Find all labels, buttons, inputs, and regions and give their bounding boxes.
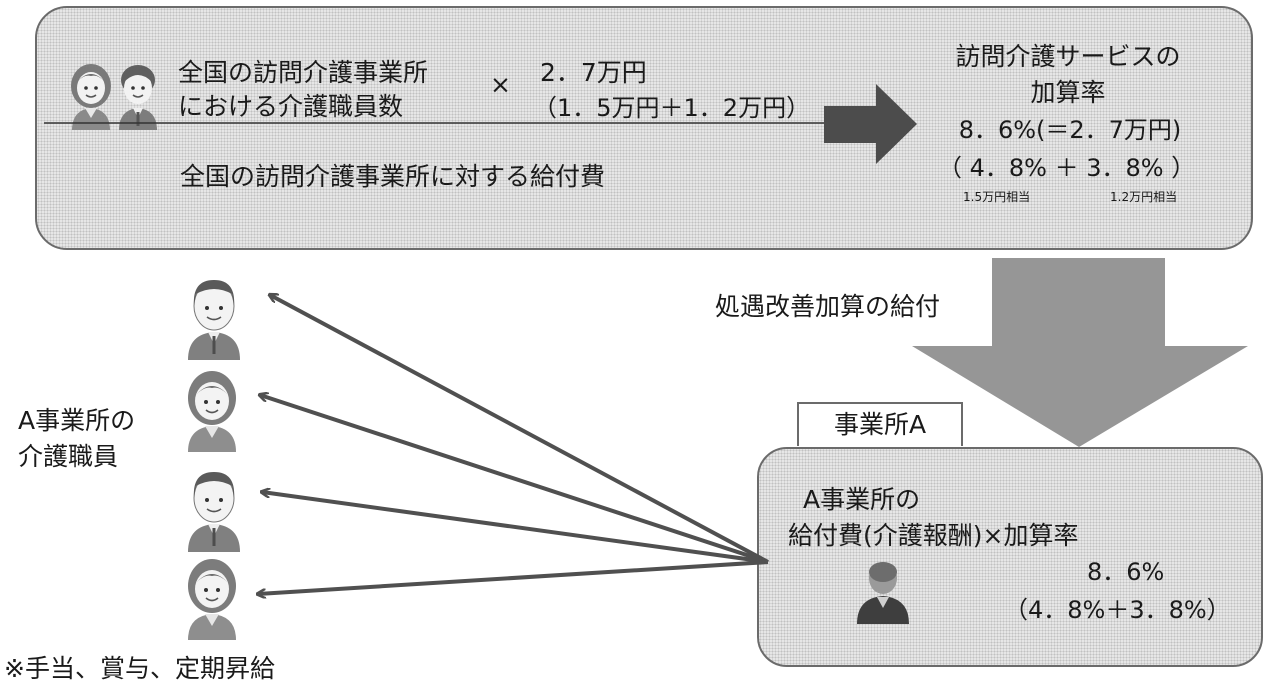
office-breakdown: （4．8%＋3．8%） xyxy=(1004,596,1231,624)
denominator: 全国の訪問介護事業所に対する給付費 xyxy=(180,162,606,191)
payment-down-arrow xyxy=(912,258,1248,447)
staff-label-line1: A事業所の xyxy=(18,406,136,435)
office-line1: A事業所の xyxy=(803,485,921,514)
result-rate: 8．6%(＝2．7万円) xyxy=(958,116,1182,144)
staff-male-icon-1 xyxy=(188,280,240,360)
distribution-arrow-3 xyxy=(262,492,769,564)
flow-label: 処遇改善加算の給付 xyxy=(715,292,941,321)
result-title-line2: 加算率 xyxy=(1030,78,1106,107)
note-left: 1.5万円相当 xyxy=(963,190,1031,204)
office-line2: 給付費(介護報酬)×加算率 xyxy=(788,521,1079,550)
numerator-line2: における介護職員数 xyxy=(178,92,404,121)
national-rate-panel xyxy=(35,6,1253,250)
connectors-layer xyxy=(44,84,1248,670)
amount-per-worker: 2．7万円 xyxy=(540,58,647,87)
distribution-arrow-2 xyxy=(260,395,769,564)
amount-breakdown: （1．5万円＋1．2万円） xyxy=(533,94,811,122)
office-tab: 事業所A xyxy=(797,402,963,446)
result-arrow xyxy=(824,84,917,164)
footer-note: ※手当、賞与、定期昇給 xyxy=(4,654,275,683)
office-manager-icon xyxy=(857,562,909,624)
result-title-line1: 訪問介護サービスの xyxy=(955,42,1181,71)
result-breakdown: （ 4．8% ＋ 3．8% ） xyxy=(938,154,1196,182)
staff-male-icon-2 xyxy=(188,472,240,552)
distribution-arrow-1 xyxy=(270,295,769,564)
office-panel xyxy=(757,447,1263,667)
numerator-line1: 全国の訪問介護事業所 xyxy=(178,58,429,87)
office-rate: 8．6% xyxy=(1087,558,1165,586)
note-right: 1.2万円相当 xyxy=(1110,190,1178,204)
staff-female-icon-1 xyxy=(188,371,236,452)
care-workers-couple-icon xyxy=(71,64,157,130)
multiply-sign: × xyxy=(490,70,511,99)
distribution-arrow-4 xyxy=(258,560,769,594)
staff-female-icon-2 xyxy=(188,559,236,640)
staff-label-line2: 介護職員 xyxy=(18,442,119,471)
